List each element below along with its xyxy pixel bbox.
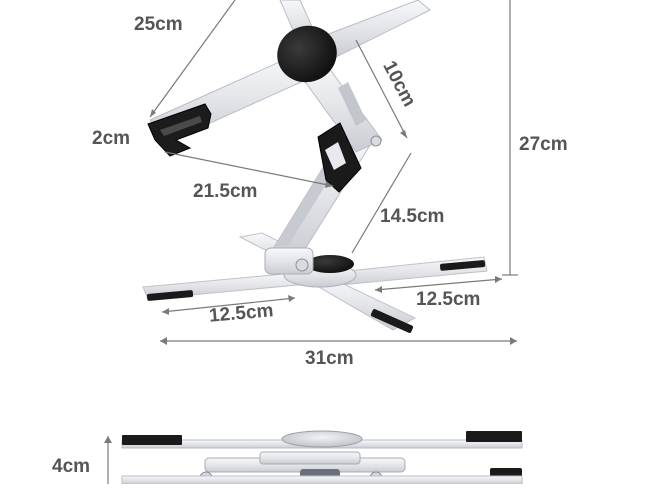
dim-line-12-5cm-right bbox=[374, 278, 503, 291]
dimension-label-4cm: 4cm bbox=[52, 456, 91, 477]
dim-line-14-5cm bbox=[351, 152, 412, 254]
folded-disc bbox=[281, 430, 363, 448]
arm-hinge-screw bbox=[370, 135, 382, 147]
dimension-label-25cm: 25cm bbox=[134, 14, 183, 35]
upper-arm-slot bbox=[338, 82, 366, 126]
hinge-knob bbox=[295, 258, 309, 272]
folded-pad-left bbox=[122, 435, 182, 445]
dimension-label-2cm: 2cm bbox=[92, 128, 131, 149]
dim-line-10cm bbox=[355, 39, 408, 139]
dimension-label-27cm: 27cm bbox=[519, 134, 568, 155]
stand-folded bbox=[121, 430, 523, 485]
dimension-label-12-5cm-right: 12.5cm bbox=[416, 289, 481, 310]
top-center-disc bbox=[277, 25, 337, 83]
dimension-lines bbox=[107, 0, 518, 484]
folded-pad-right bbox=[466, 431, 522, 442]
base-hub-disc bbox=[306, 255, 354, 273]
dimension-label-21-5cm: 21.5cm bbox=[193, 181, 258, 202]
lower-column-slot bbox=[276, 160, 338, 246]
pad-left bbox=[146, 290, 194, 301]
pad-right bbox=[439, 260, 486, 271]
dimension-label-31cm: 31cm bbox=[305, 348, 354, 369]
dim-line-12-5cm-left bbox=[161, 297, 296, 313]
dim-line-25cm bbox=[149, 0, 236, 118]
stand-unfolded bbox=[142, 0, 488, 333]
dimension-label-14-5cm: 14.5cm bbox=[380, 206, 445, 227]
pad-front bbox=[370, 309, 414, 333]
dim-line-21-5cm bbox=[164, 151, 334, 187]
